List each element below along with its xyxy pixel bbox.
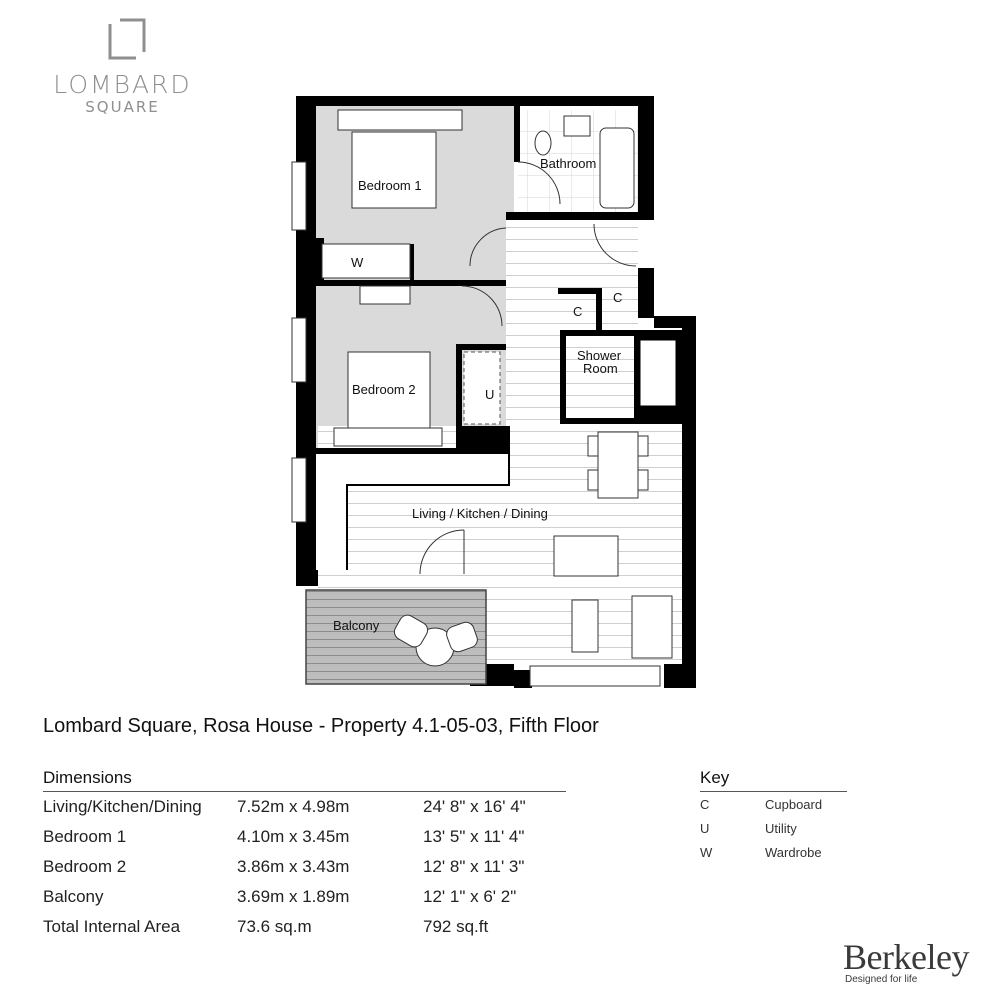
room-label-bedroom1: Bedroom 1 xyxy=(358,178,422,193)
logo-name: LOMBARD xyxy=(53,70,192,99)
dimension-metric: 73.6 sq.m xyxy=(237,917,312,936)
door-swings xyxy=(419,161,637,575)
window-bottom xyxy=(529,665,661,687)
room-label-balcony: Balcony xyxy=(333,618,380,633)
room-label-utility: U xyxy=(485,387,495,402)
floor-plan xyxy=(291,96,696,688)
room-label-cupboard-2: C xyxy=(613,290,623,305)
dimension-imperial: 13' 5" x 11' 4" xyxy=(423,827,525,846)
key-item: U Utility xyxy=(700,816,847,840)
utility-cupboard xyxy=(463,351,501,425)
desk xyxy=(359,285,411,305)
dimensions-heading: Dimensions xyxy=(43,768,566,792)
room-label-cupboard-1: C xyxy=(573,304,583,319)
interior-walls xyxy=(316,106,682,570)
key-legend: Key C Cupboard U Utility W Wardrobe xyxy=(700,768,847,864)
logo-bracket-icon xyxy=(108,18,146,60)
dimension-room: Living/Kitchen/Dining xyxy=(43,797,202,816)
dimension-room: Balcony xyxy=(43,887,104,906)
dimension-imperial: 12' 8" x 11' 3" xyxy=(423,857,525,876)
key-item: C Cupboard xyxy=(700,792,847,816)
living-furniture xyxy=(553,535,673,659)
dimension-room: Bedroom 2 xyxy=(43,857,127,876)
logo-subtitle: SQUARE xyxy=(85,98,160,116)
balcony-furniture xyxy=(393,614,478,667)
bed-2 xyxy=(333,351,443,447)
wardrobe xyxy=(321,243,411,279)
dimension-row: Balcony 3.69m x 1.89m 12' 1" x 6' 2" xyxy=(43,882,566,912)
windows-left xyxy=(291,161,307,523)
dimension-row: Bedroom 2 3.86m x 3.43m 12' 8" x 11' 3" xyxy=(43,852,566,882)
dimension-metric: 3.69m x 1.89m xyxy=(237,887,350,906)
dimension-row: Total Internal Area 73.6 sq.m 792 sq.ft xyxy=(43,912,566,942)
room-label-wardrobe: W xyxy=(351,255,364,270)
dimension-metric: 7.52m x 4.98m xyxy=(237,797,350,816)
brand-tagline: Designed for life xyxy=(845,974,918,985)
key-code: C xyxy=(700,796,710,812)
bathroom-fixtures xyxy=(534,115,635,209)
dimension-room: Bedroom 1 xyxy=(43,827,127,846)
berkeley-logo: Berkeley Designed for life xyxy=(843,937,969,985)
dimension-metric: 4.10m x 3.45m xyxy=(237,827,350,846)
dimension-metric: 3.86m x 3.43m xyxy=(237,857,350,876)
key-code: U xyxy=(700,820,710,836)
dimension-imperial: 792 sq.ft xyxy=(423,917,489,936)
dimension-row: Living/Kitchen/Dining 7.52m x 4.98m 24' … xyxy=(43,792,566,822)
brand-name: Berkeley xyxy=(843,937,969,977)
property-title: Lombard Square, Rosa House - Property 4.… xyxy=(43,715,599,737)
dimensions-table: Dimensions Living/Kitchen/Dining 7.52m x… xyxy=(43,768,566,942)
key-heading: Key xyxy=(700,768,847,792)
key-meaning: Wardrobe xyxy=(765,844,822,860)
room-label-living: Living / Kitchen / Dining xyxy=(412,506,548,521)
dimension-room: Total Internal Area xyxy=(43,917,181,936)
hallway-floor xyxy=(506,220,638,426)
room-label-shower-line1: Shower xyxy=(577,348,622,363)
dimension-row: Bedroom 1 4.10m x 3.45m 13' 5" x 11' 4" xyxy=(43,822,566,852)
dining-table xyxy=(587,431,649,499)
key-item: W Wardrobe xyxy=(700,840,847,864)
room-label-shower-line2: Room xyxy=(583,361,618,376)
key-meaning: Cupboard xyxy=(765,796,823,812)
dimension-imperial: 24' 8" x 16' 4" xyxy=(423,797,526,816)
bedroom-overlay xyxy=(318,452,508,486)
key-meaning: Utility xyxy=(765,820,797,836)
key-code: W xyxy=(700,844,713,860)
lombard-square-logo: LOMBARD SQUARE xyxy=(40,14,205,116)
bed-1 xyxy=(337,109,463,209)
dimension-imperial: 12' 1" x 6' 2" xyxy=(423,887,517,906)
room-label-bedroom2: Bedroom 2 xyxy=(352,382,416,397)
room-label-bathroom: Bathroom xyxy=(540,156,597,171)
